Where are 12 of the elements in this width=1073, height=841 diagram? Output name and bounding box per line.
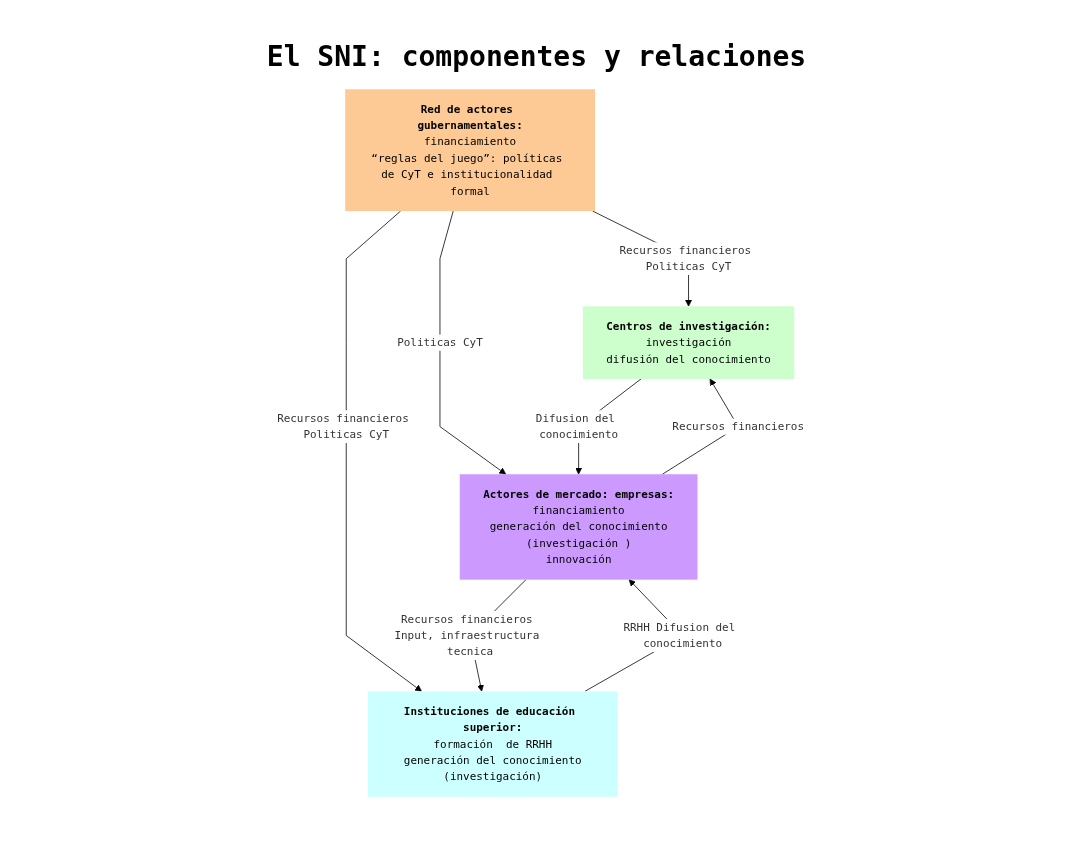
diagram-title: El SNI: componentes y relaciones [265, 40, 808, 73]
node-box: Instituciones de educación superior: formación de RRHH generación del conocimiento (investigación) [368, 691, 619, 797]
edge-label: Recursos financieros Politicas CyT [619, 243, 752, 273]
node-box: Actores de mercado: empresas: financiamiento generación del conocimiento (investigación ) innovación [460, 474, 698, 580]
edge-label: Recursos financieros Input, infraestructura tecnica [394, 612, 540, 658]
edge-label: Recursos financieros [672, 419, 805, 433]
edge-label: Politicas CyT [397, 336, 484, 349]
edge-label: Recursos financieros Politicas CyT [277, 411, 410, 441]
edge-label: Difusion del conocimiento [536, 411, 619, 441]
edge-label: RRHH Difusion del conocimiento [623, 620, 736, 650]
node-box: Centros de investigación: investigación difusión del conocimiento [583, 306, 795, 379]
node-box: Red de actores gubernamentales: financiamiento “reglas del juego”: políticas de CyT e institucionalidad formal [345, 89, 596, 212]
